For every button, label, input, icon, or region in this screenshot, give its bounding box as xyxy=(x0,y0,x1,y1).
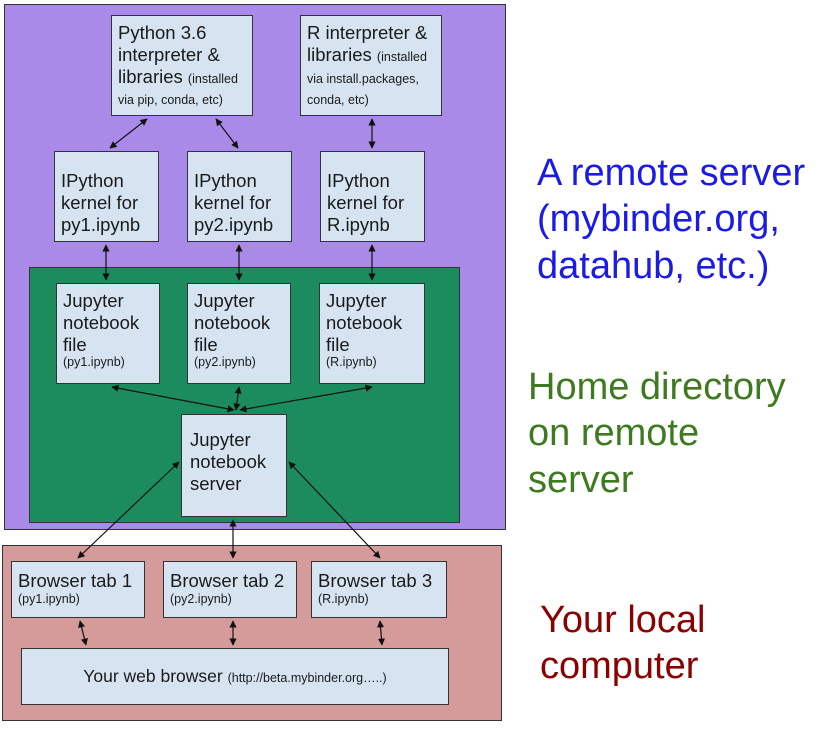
tab-title: Browser tab 2 xyxy=(170,570,285,591)
home-directory-label: Home directory on remote server xyxy=(528,364,786,503)
local-computer-label: Your local computer xyxy=(540,597,706,690)
python-line-2: interpreter & xyxy=(118,43,220,65)
kernel-line: IPython xyxy=(327,170,390,191)
notebook-line: Jupyter xyxy=(194,290,255,311)
notebook-line: notebook xyxy=(326,311,403,333)
notebook-file-box-py2: Jupyter notebook file (py2.ipynb) xyxy=(187,283,291,384)
arrow-notebook1-server xyxy=(111,384,235,413)
notebook-filename: (py2.ipynb) xyxy=(194,355,256,370)
kernel-line: kernel for xyxy=(194,191,272,213)
label-line: datahub, etc.) xyxy=(537,244,770,287)
arrow-tab1-browser xyxy=(78,620,88,646)
notebook-line: file xyxy=(326,333,350,355)
arrow-notebook3-server xyxy=(239,384,373,413)
kernel-line: R.ipynb xyxy=(327,213,390,235)
browser-tab-2-box: Browser tab 2 (py2.ipynb) xyxy=(163,561,297,618)
arrow-notebook2-server xyxy=(233,386,242,411)
browser-title: Your web browser xyxy=(83,666,223,686)
r-line-2: libraries xyxy=(307,43,372,65)
kernel-line: py2.ipynb xyxy=(194,213,274,235)
web-browser-box: Your web browser (http://beta.mybinder.o… xyxy=(21,648,449,705)
browser-tab-3-box: Browser tab 3 (R.ipynb) xyxy=(311,561,447,618)
python-line-1: Python 3.6 xyxy=(118,22,207,43)
label-line: A remote server xyxy=(537,152,806,194)
notebook-line: file xyxy=(194,333,218,355)
notebook-line: notebook xyxy=(63,311,140,333)
r-line-1: R interpreter & xyxy=(307,22,428,43)
notebook-file-box-r: Jupyter notebook file (R.ipynb) xyxy=(319,283,425,384)
server-line: Jupyter xyxy=(190,429,251,450)
python-install-note: (installed via pip, conda, etc) xyxy=(118,71,238,108)
label-line: computer xyxy=(540,645,699,688)
notebook-file-box-py1: Jupyter notebook file (py1.ipynb) xyxy=(56,283,160,384)
remote-server-label: A remote server (mybinder.org, datahub, … xyxy=(537,150,805,289)
browser-tab-1-box: Browser tab 1 (py1.ipynb) xyxy=(11,561,145,618)
arrow-tab3-browser xyxy=(376,620,386,646)
r-interpreter-box: R interpreter & libraries (installed via… xyxy=(300,15,442,116)
server-line: notebook xyxy=(190,450,267,472)
kernel-line: kernel for xyxy=(61,191,139,213)
kernel-box-py1: IPython kernel for py1.ipynb xyxy=(54,151,159,242)
arrow-server-tab3 xyxy=(288,461,381,559)
kernel-line: IPython xyxy=(194,170,257,191)
arrow-server-tab1 xyxy=(77,461,180,559)
notebook-filename: (R.ipynb) xyxy=(326,355,377,370)
notebook-line: Jupyter xyxy=(63,290,124,311)
r-install-note: (installed via install.packages, conda, … xyxy=(307,49,427,108)
notebook-filename: (py1.ipynb) xyxy=(63,355,125,370)
browser-url: (http://beta.mybinder.org…..) xyxy=(227,671,387,685)
server-line: server xyxy=(190,472,242,494)
label-line: (mybinder.org, xyxy=(537,198,780,241)
label-line: on remote xyxy=(528,412,700,455)
tab-filename: (py1.ipynb) xyxy=(18,591,80,606)
label-line: server xyxy=(528,458,634,501)
notebook-line: Jupyter xyxy=(326,290,387,311)
tab-title: Browser tab 3 xyxy=(318,570,433,591)
python-line-3: libraries xyxy=(118,65,183,87)
arrow-py-to-kernel2 xyxy=(215,118,239,149)
kernel-line: kernel for xyxy=(327,191,405,213)
kernel-line: IPython xyxy=(61,170,124,191)
arrow-py-to-kernel1 xyxy=(109,118,148,149)
kernel-box-py2: IPython kernel for py2.ipynb xyxy=(187,151,292,242)
label-line: Your local xyxy=(540,599,706,641)
kernel-line: py1.ipynb xyxy=(61,213,141,235)
tab-filename: (R.ipynb) xyxy=(318,591,369,606)
tab-title: Browser tab 1 xyxy=(18,570,133,591)
tab-filename: (py2.ipynb) xyxy=(170,591,232,606)
kernel-box-r: IPython kernel for R.ipynb xyxy=(320,151,425,242)
notebook-line: file xyxy=(63,333,87,355)
notebook-server-box: Jupyter notebook server xyxy=(181,414,287,517)
notebook-line: notebook xyxy=(194,311,271,333)
label-line: Home directory xyxy=(528,366,786,408)
python-interpreter-box: Python 3.6 interpreter & libraries (inst… xyxy=(111,15,253,116)
